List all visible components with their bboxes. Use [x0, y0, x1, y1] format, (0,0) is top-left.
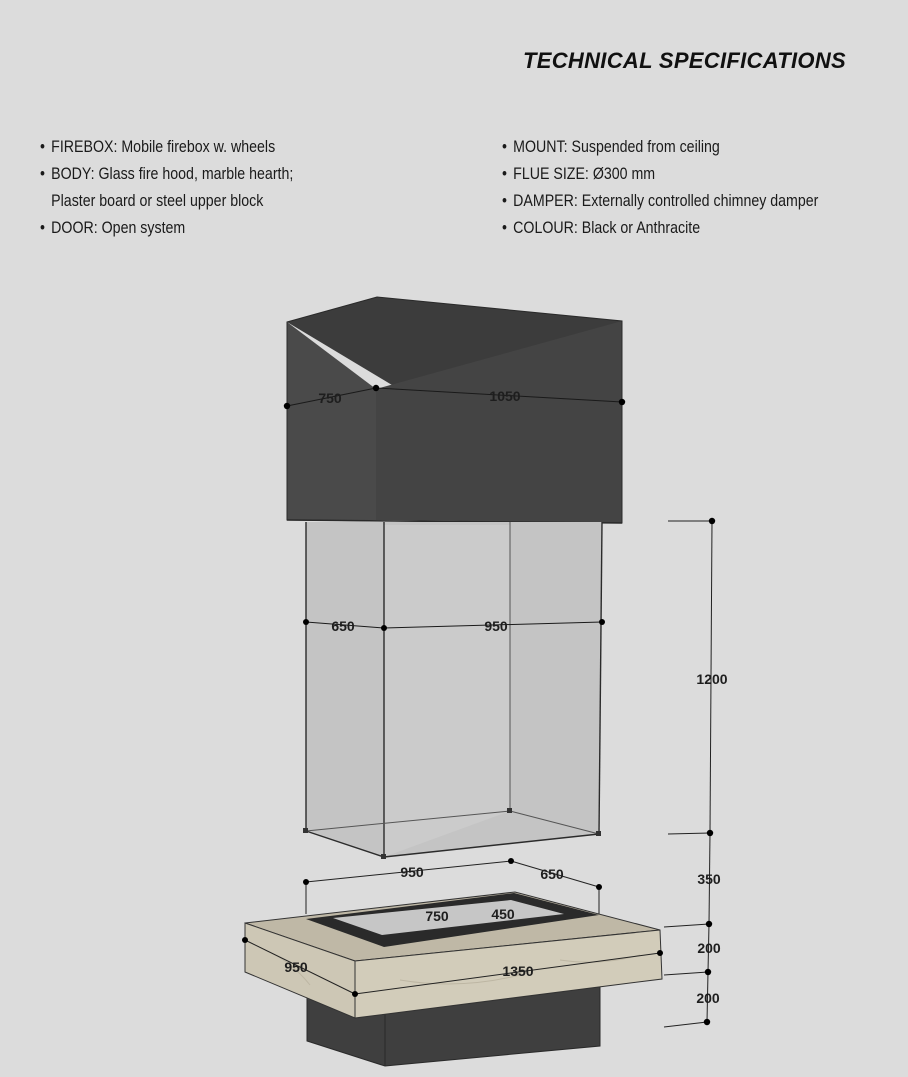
dim-firebox-width: 750	[425, 908, 449, 924]
spec-damper: • DAMPER: Externally controlled chimney d…	[502, 188, 818, 215]
firebox-opening	[333, 900, 564, 935]
glass-inner	[384, 525, 510, 857]
spec-door: • DOOR: Open system	[40, 215, 293, 242]
spec-key: BODY	[51, 165, 91, 183]
hearth-front	[354, 929, 663, 1019]
hood-depth-line	[286, 387, 377, 407]
spec-value: : Mobile firebox w. wheels	[113, 138, 276, 156]
bullet-icon: •	[40, 219, 45, 237]
marble-hearth: 750 450 950 1350	[242, 891, 663, 1019]
spec-list-right: • MOUNT: Suspended from ceiling • FLUE SIZ…	[502, 134, 818, 242]
dim-hearth-depth: 950	[284, 959, 308, 975]
spec-value: : Externally controlled chimney damper	[573, 192, 819, 210]
spec-value: : Open system	[93, 219, 186, 237]
spec-list-left: • FIREBOX: Mobile firebox w. wheels • BODY…	[40, 134, 293, 242]
spec-key: MOUNT	[513, 138, 564, 156]
dim-hood-width: 1050	[489, 388, 520, 404]
bullet-icon: •	[40, 165, 45, 183]
hood-front-face	[376, 321, 622, 523]
bullet-icon: •	[40, 138, 45, 156]
spec-continuation: Plaster board or steel upper block	[51, 192, 264, 210]
fire-hood: 750 1050	[283, 296, 626, 524]
hood-side-face	[287, 322, 376, 520]
page-title: TECHNICAL SPECIFICATIONS	[523, 48, 846, 73]
dim-glass-width: 950	[484, 618, 508, 634]
dim-firebox-depth: 450	[491, 906, 515, 922]
hood-width-line	[375, 387, 623, 403]
dim-plinth-height: 200	[696, 990, 720, 1006]
dim-glass-height: 1200	[696, 671, 727, 687]
bullet-icon: •	[502, 192, 507, 210]
spec-firebox: • FIREBOX: Mobile firebox w. wheels	[40, 134, 293, 161]
base-top-dimensions: 950 650	[303, 858, 602, 923]
spec-key: FLUE SIZE	[513, 165, 585, 183]
spec-value: : Suspended from ceiling	[563, 138, 720, 156]
spec-value: : Black or Anthracite	[573, 219, 701, 237]
hood-outline	[286, 296, 623, 524]
glass-hood: 650 950	[303, 521, 605, 859]
spec-key: DAMPER	[513, 192, 574, 210]
spec-mount: • MOUNT: Suspended from ceiling	[502, 134, 818, 161]
dim-point	[372, 384, 380, 392]
spec-key: DOOR	[51, 219, 94, 237]
dim-hearth-height: 200	[697, 940, 721, 956]
spec-body: • BODY: Glass fire hood, marble hearth; P…	[40, 161, 293, 215]
spec-key: COLOUR	[513, 219, 574, 237]
dim-point	[618, 398, 626, 406]
dim-base-depth: 650	[540, 866, 564, 882]
dim-base-width: 950	[400, 864, 424, 880]
bullet-icon: •	[502, 165, 507, 183]
bullet-icon: •	[502, 138, 507, 156]
spec-value: : Glass fire hood, marble hearth;	[90, 165, 294, 183]
dim-glass-depth: 650	[331, 618, 355, 634]
dim-point	[283, 402, 291, 410]
spec-value: : Ø300 mm	[584, 165, 656, 183]
spec-key: FIREBOX	[51, 138, 114, 156]
dim-gap-height: 350	[697, 871, 721, 887]
spec-colour: • COLOUR: Black or Anthracite	[502, 215, 818, 242]
height-dimensions: 1200 350 200 200	[663, 517, 728, 1028]
dim-hearth-width: 1350	[502, 963, 533, 979]
bullet-icon: •	[502, 219, 507, 237]
spec-flue-size: • FLUE SIZE: Ø300 mm	[502, 161, 818, 188]
dim-hood-depth: 750	[318, 390, 342, 406]
